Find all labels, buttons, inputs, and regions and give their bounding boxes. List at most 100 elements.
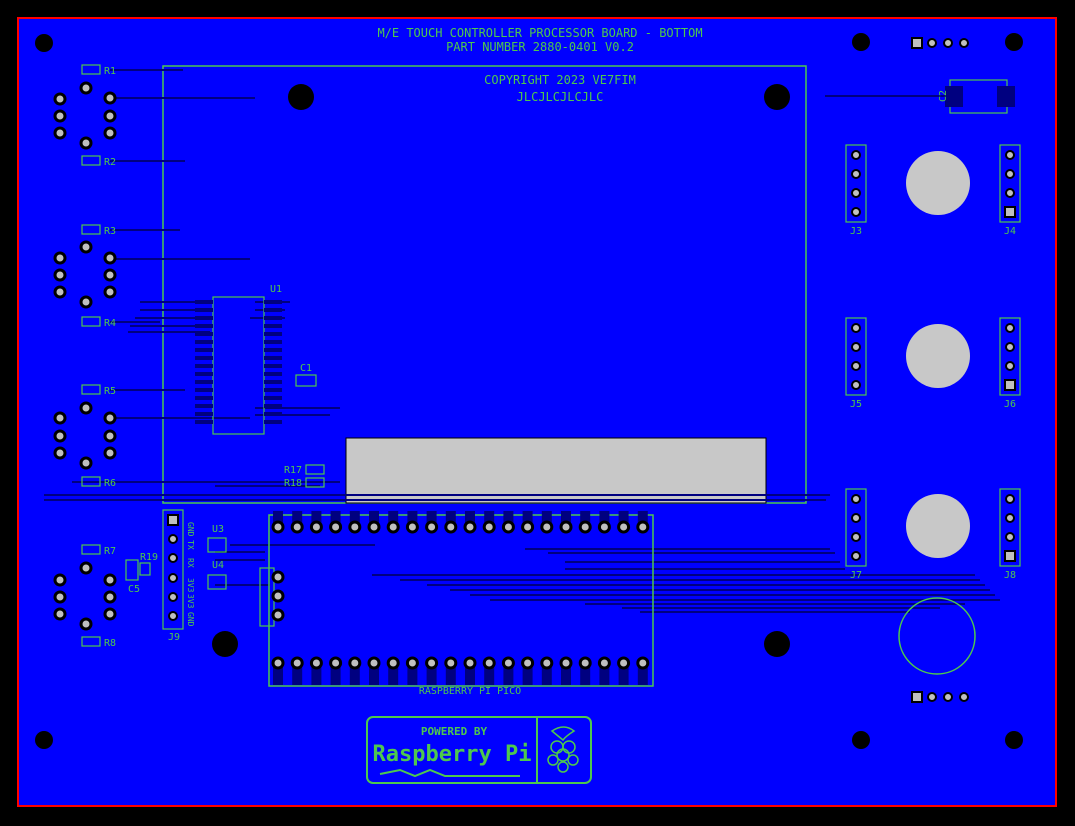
small-parts: U3 U4 C5 R19 — [125, 524, 227, 595]
encoder-pads — [53, 81, 117, 631]
pico-pin — [290, 656, 304, 670]
pico-castellation — [292, 511, 303, 527]
pico-pin — [617, 520, 631, 534]
j6-label: J6 — [1004, 399, 1016, 410]
logo-cable-line — [379, 768, 520, 778]
pico-castellation — [465, 663, 475, 685]
j7-label: J7 — [850, 570, 862, 581]
mounting-hole — [35, 731, 53, 749]
jlc-marker: JLCJLCJLCJLC — [517, 90, 604, 104]
c1-footprint — [295, 374, 317, 387]
encoder-hole — [906, 324, 970, 388]
pico-castellation — [580, 511, 591, 527]
pico-pin — [329, 656, 343, 670]
pico-pin — [367, 656, 381, 670]
resistor-labels: R1 R2 R3 R4 R5 R6 R7 R8 R17 R18 — [104, 66, 302, 649]
pico-castellation — [503, 511, 514, 527]
pico-pin — [444, 656, 458, 670]
pico-pin — [425, 520, 439, 534]
pico-castellation — [426, 511, 437, 527]
j3-label: J3 — [850, 226, 862, 237]
mounting-hole — [852, 731, 870, 749]
raspberry-pi-logo: POWERED BY Raspberry Pi — [366, 716, 592, 784]
r17-label: R17 — [284, 465, 302, 476]
pico-pin — [405, 520, 419, 534]
j9-pin-1: GND — [186, 522, 195, 537]
pico-castellation — [618, 663, 629, 685]
u3-label: U3 — [212, 524, 224, 535]
pico-pin — [597, 520, 611, 534]
pico-bottom-pins — [271, 656, 650, 685]
pico-pin — [463, 656, 477, 670]
pico-footprint: RASPBERRY PI PICO — [259, 511, 654, 697]
logo-powered-by: POWERED BY — [421, 725, 488, 738]
pico-pin — [386, 520, 400, 534]
pico-castellation — [561, 663, 571, 685]
pico-castellation — [599, 663, 610, 685]
pico-castellation — [426, 663, 437, 685]
pico-pin — [309, 520, 323, 534]
pico-castellation — [407, 511, 418, 527]
pico-castellation — [273, 663, 283, 685]
c5-label: C5 — [128, 584, 140, 595]
pico-pin — [636, 656, 650, 670]
traces — [44, 69, 1000, 613]
u1-ic: U1 — [195, 284, 282, 435]
pico-castellation — [637, 663, 648, 685]
pico-castellation — [311, 663, 322, 685]
pico-pin — [540, 520, 554, 534]
pico-castellation — [349, 511, 360, 527]
pico-castellation — [618, 511, 629, 527]
pico-castellation — [311, 511, 322, 527]
board-title: M/E TOUCH CONTROLLER PROCESSOR BOARD - B… — [377, 26, 702, 40]
r1-label: R1 — [104, 66, 116, 77]
raspberry-icon — [547, 726, 579, 773]
c2-pad-left — [945, 86, 963, 107]
pico-pin — [617, 656, 631, 670]
mounting-hole — [288, 84, 314, 110]
pico-pin — [444, 520, 458, 534]
logo-raspberry-pi: Raspberry Pi — [373, 742, 532, 767]
r2-label: R2 — [104, 157, 116, 168]
c1-label: C1 — [300, 363, 312, 374]
top-header — [911, 37, 969, 49]
pico-castellation — [388, 511, 399, 527]
pico-pin — [348, 520, 362, 534]
pico-castellation — [541, 511, 552, 527]
u1-label: U1 — [270, 284, 282, 295]
pico-pin — [521, 656, 535, 670]
pico-castellation — [522, 663, 533, 685]
board-outline — [17, 17, 1057, 807]
r18-label: R18 — [284, 478, 302, 489]
pico-castellation — [349, 663, 360, 685]
pico-castellation — [445, 663, 456, 685]
pico-pin — [521, 520, 535, 534]
pico-castellation — [503, 663, 514, 685]
r3-label: R3 — [104, 226, 116, 237]
mounting-hole — [1005, 33, 1023, 51]
resistor-footprints — [81, 64, 325, 647]
pico-pin — [501, 520, 515, 534]
pico-pin — [348, 656, 362, 670]
c2-label: C2 — [938, 90, 949, 102]
bottom-header — [911, 691, 969, 703]
j9-pin-3: RX — [186, 558, 195, 568]
j9-header: GND TX RX 3V3 3V3 GND J9 — [162, 509, 195, 643]
pico-castellation — [580, 663, 591, 685]
pico-label: RASPBERRY PI PICO — [419, 686, 521, 697]
pico-pin — [636, 520, 650, 534]
pico-pin — [367, 520, 381, 534]
pico-pin — [559, 656, 573, 670]
mounting-hole — [1005, 731, 1023, 749]
pico-top-pins — [271, 511, 650, 534]
u4-label: U4 — [212, 560, 224, 571]
mounting-hole — [852, 33, 870, 51]
pico-castellation — [561, 511, 571, 527]
pico-castellation — [484, 663, 495, 685]
pico-castellation — [407, 663, 418, 685]
j9-pin-5: 3V3 — [186, 594, 195, 609]
mounting-hole — [35, 34, 53, 52]
pico-castellation — [388, 663, 399, 685]
mounting-hole — [764, 84, 790, 110]
